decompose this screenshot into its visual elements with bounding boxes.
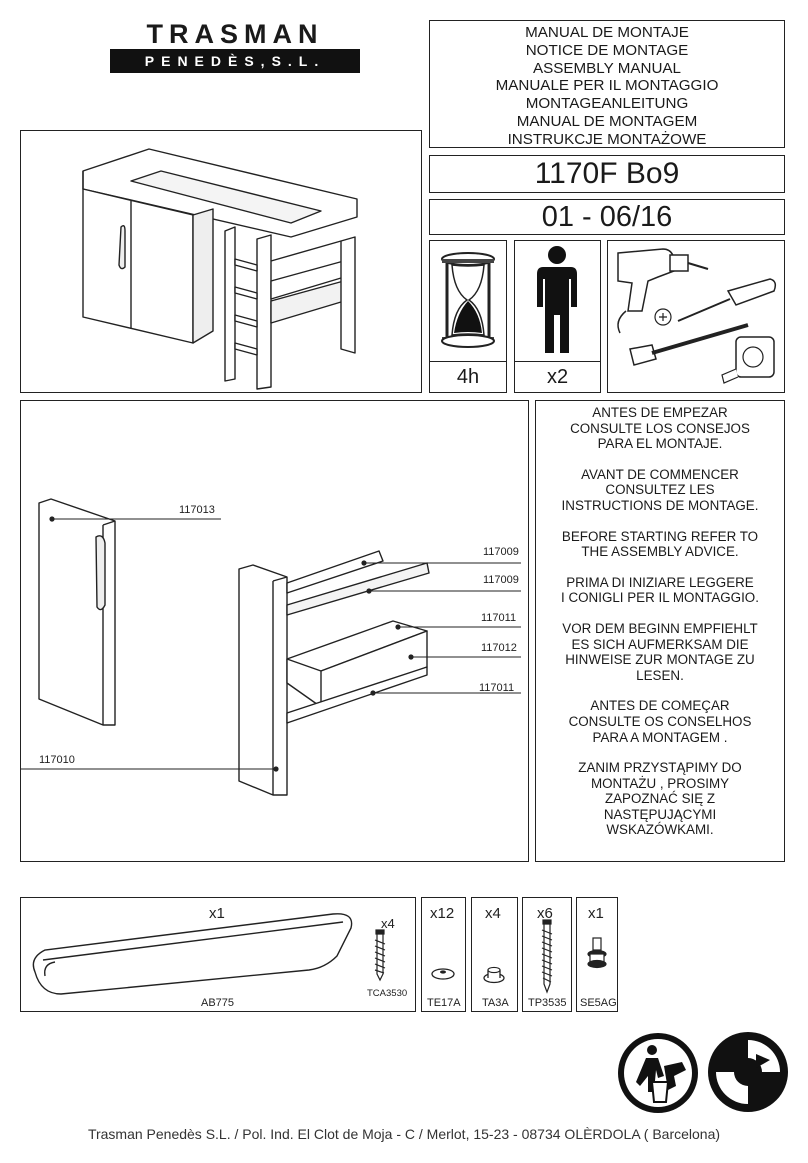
screw-icon: x6 TP3535 (528, 905, 567, 1009)
manual-title-line: MANUAL DE MONTAJE (525, 24, 689, 41)
manual-title-line: MANUAL DE MONTAGEM (516, 112, 698, 130)
model-code: 1170F Bo9 (534, 157, 680, 190)
handle-qty: x1 (209, 905, 225, 922)
parts-exploded-view: 117013 117009 117009 117011 117012 11701… (21, 498, 521, 796)
time-label: 4h (430, 361, 506, 392)
te17a-code: TE17A (427, 997, 461, 1009)
part-label-117013: 117013 (179, 504, 215, 516)
brand-sub: PENEDÈS,S.L. (110, 49, 360, 73)
hourglass-icon (441, 252, 495, 348)
part-label-117011-b: 117011 (479, 682, 514, 694)
people-box: x2 (514, 240, 601, 393)
revision-code: 01 - 06/16 (541, 201, 673, 233)
brand-logo: TRASMAN PENEDÈS,S.L. (110, 19, 360, 73)
manual-title-line: MONTAGEANLEITUNG (525, 95, 689, 113)
screw-tca-qty: x4 (381, 916, 395, 931)
ta3a-code: TA3A (482, 997, 509, 1009)
screw-tca-code: TCA3530 (367, 988, 407, 999)
hardware-tp3535-box: x6 TP3535 (522, 897, 572, 1012)
tp3535-code: TP3535 (528, 997, 567, 1009)
bumper-icon: x1 SE5AG (580, 905, 617, 1009)
tools-box (607, 240, 785, 393)
hardware-se5ag-box: x1 SE5AG (576, 897, 618, 1012)
part-label-117011-a: 117011 (481, 612, 516, 624)
manual-title-line: INSTRUKCJE MONTAŻOWE (507, 130, 707, 148)
tools-icon (617, 248, 777, 384)
tp3535-qty: x6 (537, 905, 553, 922)
manual-title-line: NOTICE DE MONTAGE (525, 41, 689, 59)
hardware-handle-drawing: x1 AB775 x4 TCA3530 (32, 905, 407, 1009)
manual-title-line: ASSEMBLY MANUAL (533, 59, 681, 77)
manual-title-line: MANUALE PER IL MONTAGGIO (495, 77, 719, 95)
hardware-te17a-box: x12 TE17A (421, 897, 466, 1012)
hardware-handle-box: x1 AB775 x4 TCA3530 (20, 897, 416, 1012)
cam-cap-icon: x12 TE17A (427, 905, 461, 1009)
loft-bed-drawing (82, 148, 358, 390)
se5ag-code: SE5AG (580, 997, 617, 1009)
cap-icon: x4 TA3A (482, 905, 509, 1009)
part-label-117012: 117012 (481, 642, 517, 654)
time-box: 4h (429, 240, 507, 393)
person-icon (537, 246, 577, 353)
green-dot-icon (708, 1032, 788, 1112)
part-label-117010: 117010 (39, 754, 75, 766)
handle-code: AB775 (201, 997, 234, 1009)
part-label-117009-a: 117009 (483, 546, 519, 558)
product-drawing-box (20, 130, 422, 393)
hardware-ta3a-box: x4 TA3A (471, 897, 518, 1012)
footer-address: Trasman Penedès S.L. / Pol. Ind. El Clot… (87, 1126, 721, 1142)
revision-box: 01 - 06/16 (429, 199, 785, 235)
te17a-qty: x12 (430, 905, 454, 922)
part-label-117009-b: 117009 (483, 574, 519, 586)
parts-drawing-box: 117013 117009 117009 117011 117012 11701… (20, 400, 529, 862)
se5ag-qty: x1 (588, 905, 604, 922)
model-box: 1170F Bo9 (429, 155, 785, 193)
brand-name: TRASMAN (146, 19, 324, 49)
ta3a-qty: x4 (485, 905, 501, 922)
people-label: x2 (515, 361, 600, 392)
tidyman-recycle-icon (618, 1033, 698, 1113)
